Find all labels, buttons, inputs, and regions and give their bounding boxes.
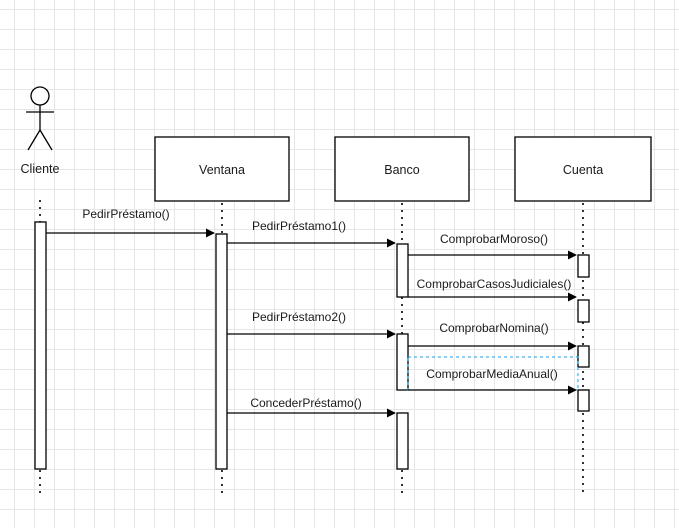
participant-cuenta[interactable]: Cuenta — [514, 136, 652, 202]
activation-cliente[interactable] — [34, 221, 47, 470]
participant-label: Banco — [384, 163, 419, 177]
participant-banco[interactable]: Banco — [334, 136, 470, 202]
participant-ventana[interactable]: Ventana — [154, 136, 290, 202]
stick-figure-icon — [26, 86, 54, 151]
activation-banco-1[interactable] — [396, 243, 409, 298]
activation-banco-2[interactable] — [396, 333, 409, 391]
participant-label: Cuenta — [563, 163, 603, 177]
message-label: ComprobarCasosJudiciales() — [417, 277, 572, 291]
activation-ventana[interactable] — [215, 233, 228, 470]
message-label: ComprobarNomina() — [439, 321, 548, 335]
activation-cuenta-1[interactable] — [577, 254, 590, 278]
message-label: ConcederPréstamo() — [250, 396, 361, 410]
activation-banco-3[interactable] — [396, 412, 409, 470]
actor-cliente[interactable]: Cliente — [21, 86, 60, 176]
message-label: ComprobarMoroso() — [440, 232, 548, 246]
activation-cuenta-4[interactable] — [577, 389, 590, 412]
message-label: PedirPréstamo() — [82, 207, 169, 221]
message-label: ComprobarMediaAnual() — [426, 367, 557, 381]
activation-cuenta-2[interactable] — [577, 299, 590, 323]
message-label: PedirPréstamo1() — [252, 219, 346, 233]
actor-label: Cliente — [21, 162, 60, 176]
participant-label: Ventana — [199, 163, 245, 177]
message-label: PedirPréstamo2() — [252, 310, 346, 324]
activation-cuenta-3[interactable] — [577, 345, 590, 368]
